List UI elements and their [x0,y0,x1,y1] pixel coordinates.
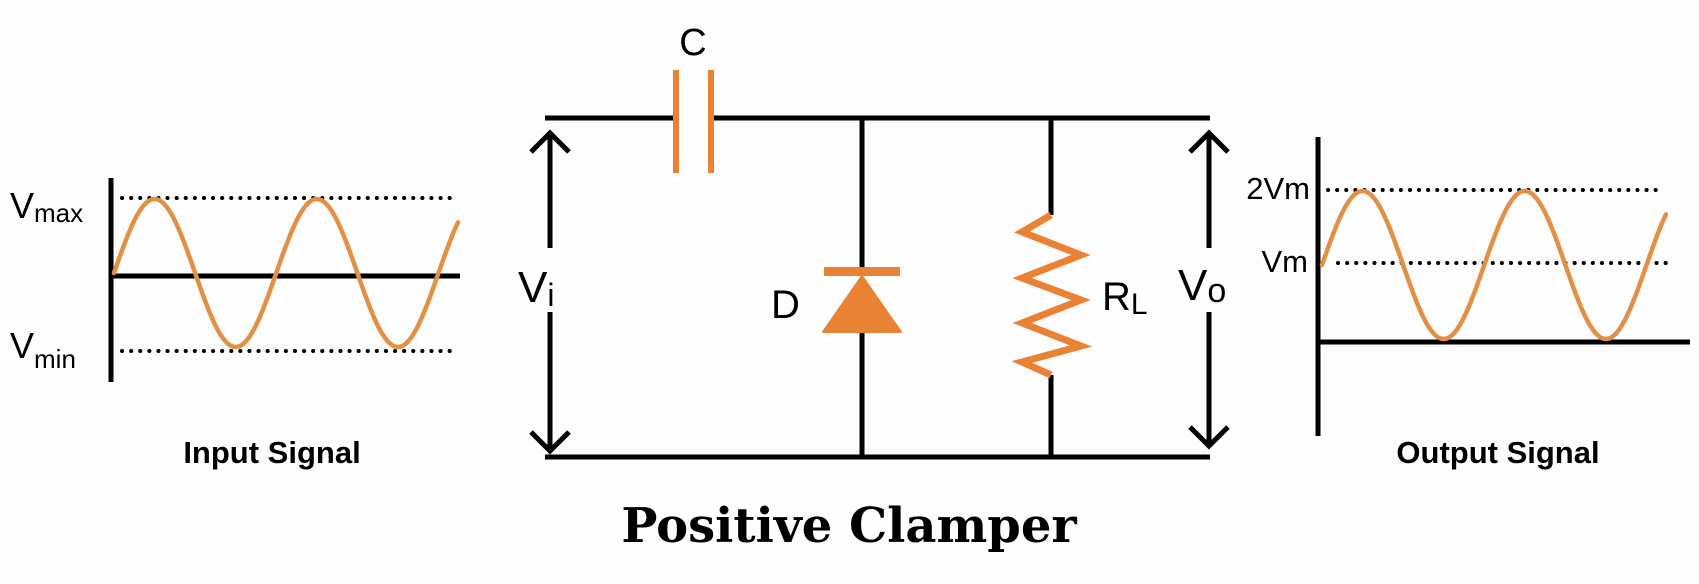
input-voltage-label: Vi [518,263,554,313]
diode-label: D [771,283,800,327]
diode [822,267,902,333]
output-arrow-up-head [1188,129,1230,154]
resistor-label: RL [1102,275,1148,321]
output-sine-wave [1319,188,1669,342]
output-2vm-label: 2Vm [1246,171,1310,206]
diagram-title: Positive Clamper [621,498,1077,554]
output-voltage-arrow [1188,129,1230,450]
resistor-zigzag [1011,211,1093,379]
capacitor-label: C [679,22,706,64]
output-arrow-down-head [1188,425,1230,450]
input-signal-graph: Vmax Vmin Input Signal [10,178,461,470]
diode-anode-triangle [822,275,902,333]
input-voltage-arrow [529,129,571,455]
input-vmax-label: Vmax [10,185,83,228]
output-signal-graph: 2Vm Vm Output Signal [1246,137,1690,470]
diode-cathode-bar [824,267,900,276]
capacitor [673,70,714,173]
input-signal-caption: Input Signal [183,435,360,470]
input-arrow-down-head [529,430,571,455]
output-signal-caption: Output Signal [1396,435,1599,470]
clamper-circuit: C D RL Vi [518,22,1230,460]
input-sine-wave [111,196,461,350]
output-voltage-label: Vo [1178,261,1226,310]
input-arrow-up-head [529,129,571,154]
output-vm-label: Vm [1262,244,1309,279]
input-vmin-label: Vmin [10,325,76,374]
